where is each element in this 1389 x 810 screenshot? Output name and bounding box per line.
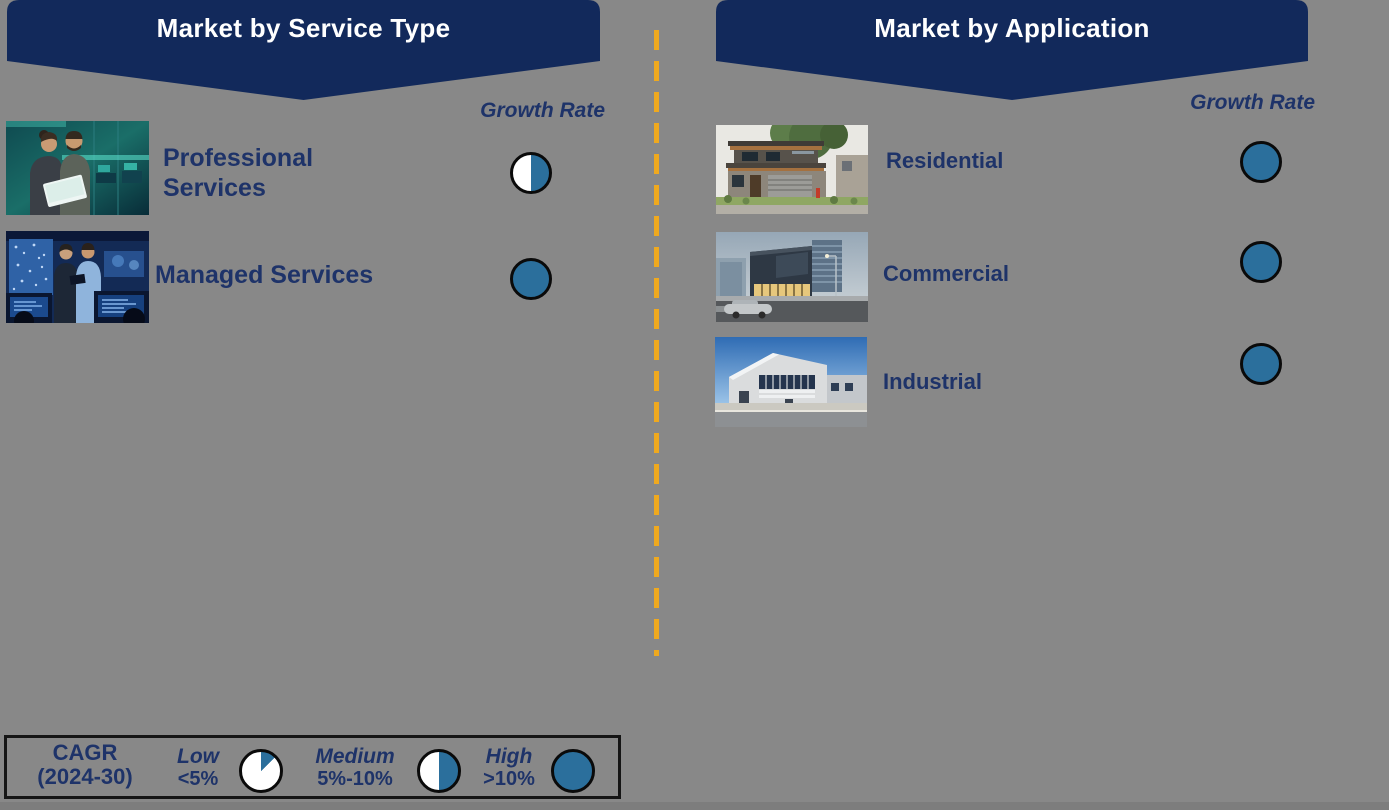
growth-rate-heading-right: Growth Rate — [1190, 91, 1315, 114]
cagr-legend-title: CAGR (2024-30) — [22, 740, 148, 790]
bottom-edge-strip — [0, 802, 1389, 810]
legend-medium-label: Medium — [315, 745, 395, 768]
banner-ribbon-shape — [716, 0, 1308, 100]
legend-ball-high — [551, 749, 595, 793]
modern-house-photo — [716, 125, 868, 214]
it-professionals-photo — [6, 121, 149, 215]
industrial-facility-photo — [715, 337, 867, 427]
legend-entry-high: High >10% — [476, 745, 542, 790]
application-item-label: Commercial — [883, 261, 1009, 286]
growth-rate-ball-professional-services — [510, 152, 552, 194]
legend-medium-range: 5%-10% — [317, 767, 393, 790]
commercial-building-photo — [716, 232, 868, 322]
application-item-label: Industrial — [883, 369, 983, 394]
legend-ball-medium — [417, 749, 461, 793]
service-type-item-label: Managed Services — [155, 261, 374, 289]
cagr-legend-box — [4, 735, 621, 799]
panel-divider-dashed-line — [654, 30, 659, 656]
application-header-banner: Market by Application — [716, 0, 1308, 100]
growth-rate-ball-commercial — [1240, 241, 1282, 283]
legend-high-label: High — [485, 745, 533, 768]
application-item-label: Residential — [886, 148, 1004, 173]
growth-rate-ball-residential — [1240, 141, 1282, 183]
legend-ball-low — [239, 749, 283, 793]
service-type-item-label: Professional Services — [163, 144, 314, 202]
application-panel-title: Market by Application — [874, 13, 1150, 43]
legend-entry-medium: Medium 5%-10% — [303, 745, 407, 790]
growth-rate-heading-left: Growth Rate — [480, 99, 605, 122]
cagr-legend-title-line1: CAGR — [52, 740, 118, 765]
banner-ribbon-shape — [7, 0, 600, 100]
growth-rate-ball-industrial — [1240, 343, 1282, 385]
legend-entry-low: Low <5% — [166, 745, 230, 790]
legend-low-label: Low — [177, 745, 219, 768]
network-operations-center-photo — [6, 231, 149, 323]
growth-rate-ball-managed-services — [510, 258, 552, 300]
legend-low-range: <5% — [177, 767, 219, 790]
service-type-header-banner: Market by Service Type — [7, 0, 600, 100]
cagr-legend-title-line2: (2024-30) — [37, 764, 133, 790]
legend-high-range: >10% — [483, 767, 535, 790]
service-type-panel-title: Market by Service Type — [156, 13, 451, 43]
